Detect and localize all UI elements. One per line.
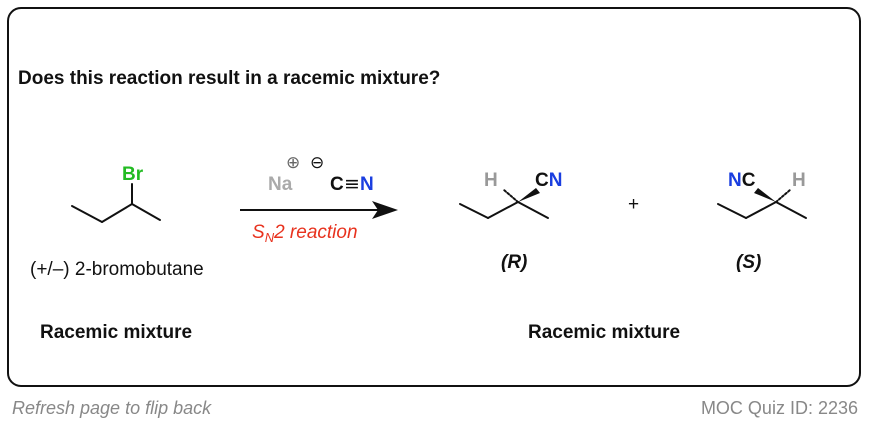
product-r-label: (R) — [501, 252, 528, 273]
product-r-structure — [459, 189, 549, 219]
product-s-structure — [717, 189, 807, 219]
product-s-isocyano-group: NC — [728, 170, 756, 191]
cyanide-carbon: C — [330, 174, 344, 195]
reactant-name: (+/–) 2-bromobutane — [30, 259, 204, 280]
bromobutane-structure — [71, 183, 161, 223]
plus-charge-icon: ⊕ — [286, 153, 300, 172]
question-text: Does this reaction result in a racemic m… — [18, 68, 441, 89]
product-s-wedge-bond — [754, 188, 776, 202]
sodium-atom: Na — [268, 174, 293, 195]
product-r-hydrogen: H — [484, 170, 498, 191]
quiz-card — [7, 7, 861, 387]
cyanide-nitrogen: N — [360, 174, 374, 195]
quiz-id: MOC Quiz ID: 2236 — [700, 398, 858, 418]
reaction-arrow — [240, 201, 398, 219]
bromine-atom: Br — [122, 164, 144, 185]
product-r-cyano-group: CN — [535, 170, 562, 191]
product-r-wedge-bond — [518, 188, 540, 202]
minus-charge-icon: ⊖ — [310, 153, 324, 172]
plus-sign: + — [628, 194, 640, 215]
products-mixture-label: Racemic mixture — [528, 322, 681, 343]
product-s-hydrogen: H — [792, 170, 806, 191]
triple-bond-icon: ≡ — [344, 173, 360, 195]
reaction-type-label: SN2 reaction — [252, 222, 358, 245]
reactant-mixture-label: Racemic mixture — [40, 322, 193, 343]
product-s-label: (S) — [736, 252, 762, 273]
refresh-hint: Refresh page to flip back — [12, 398, 212, 418]
